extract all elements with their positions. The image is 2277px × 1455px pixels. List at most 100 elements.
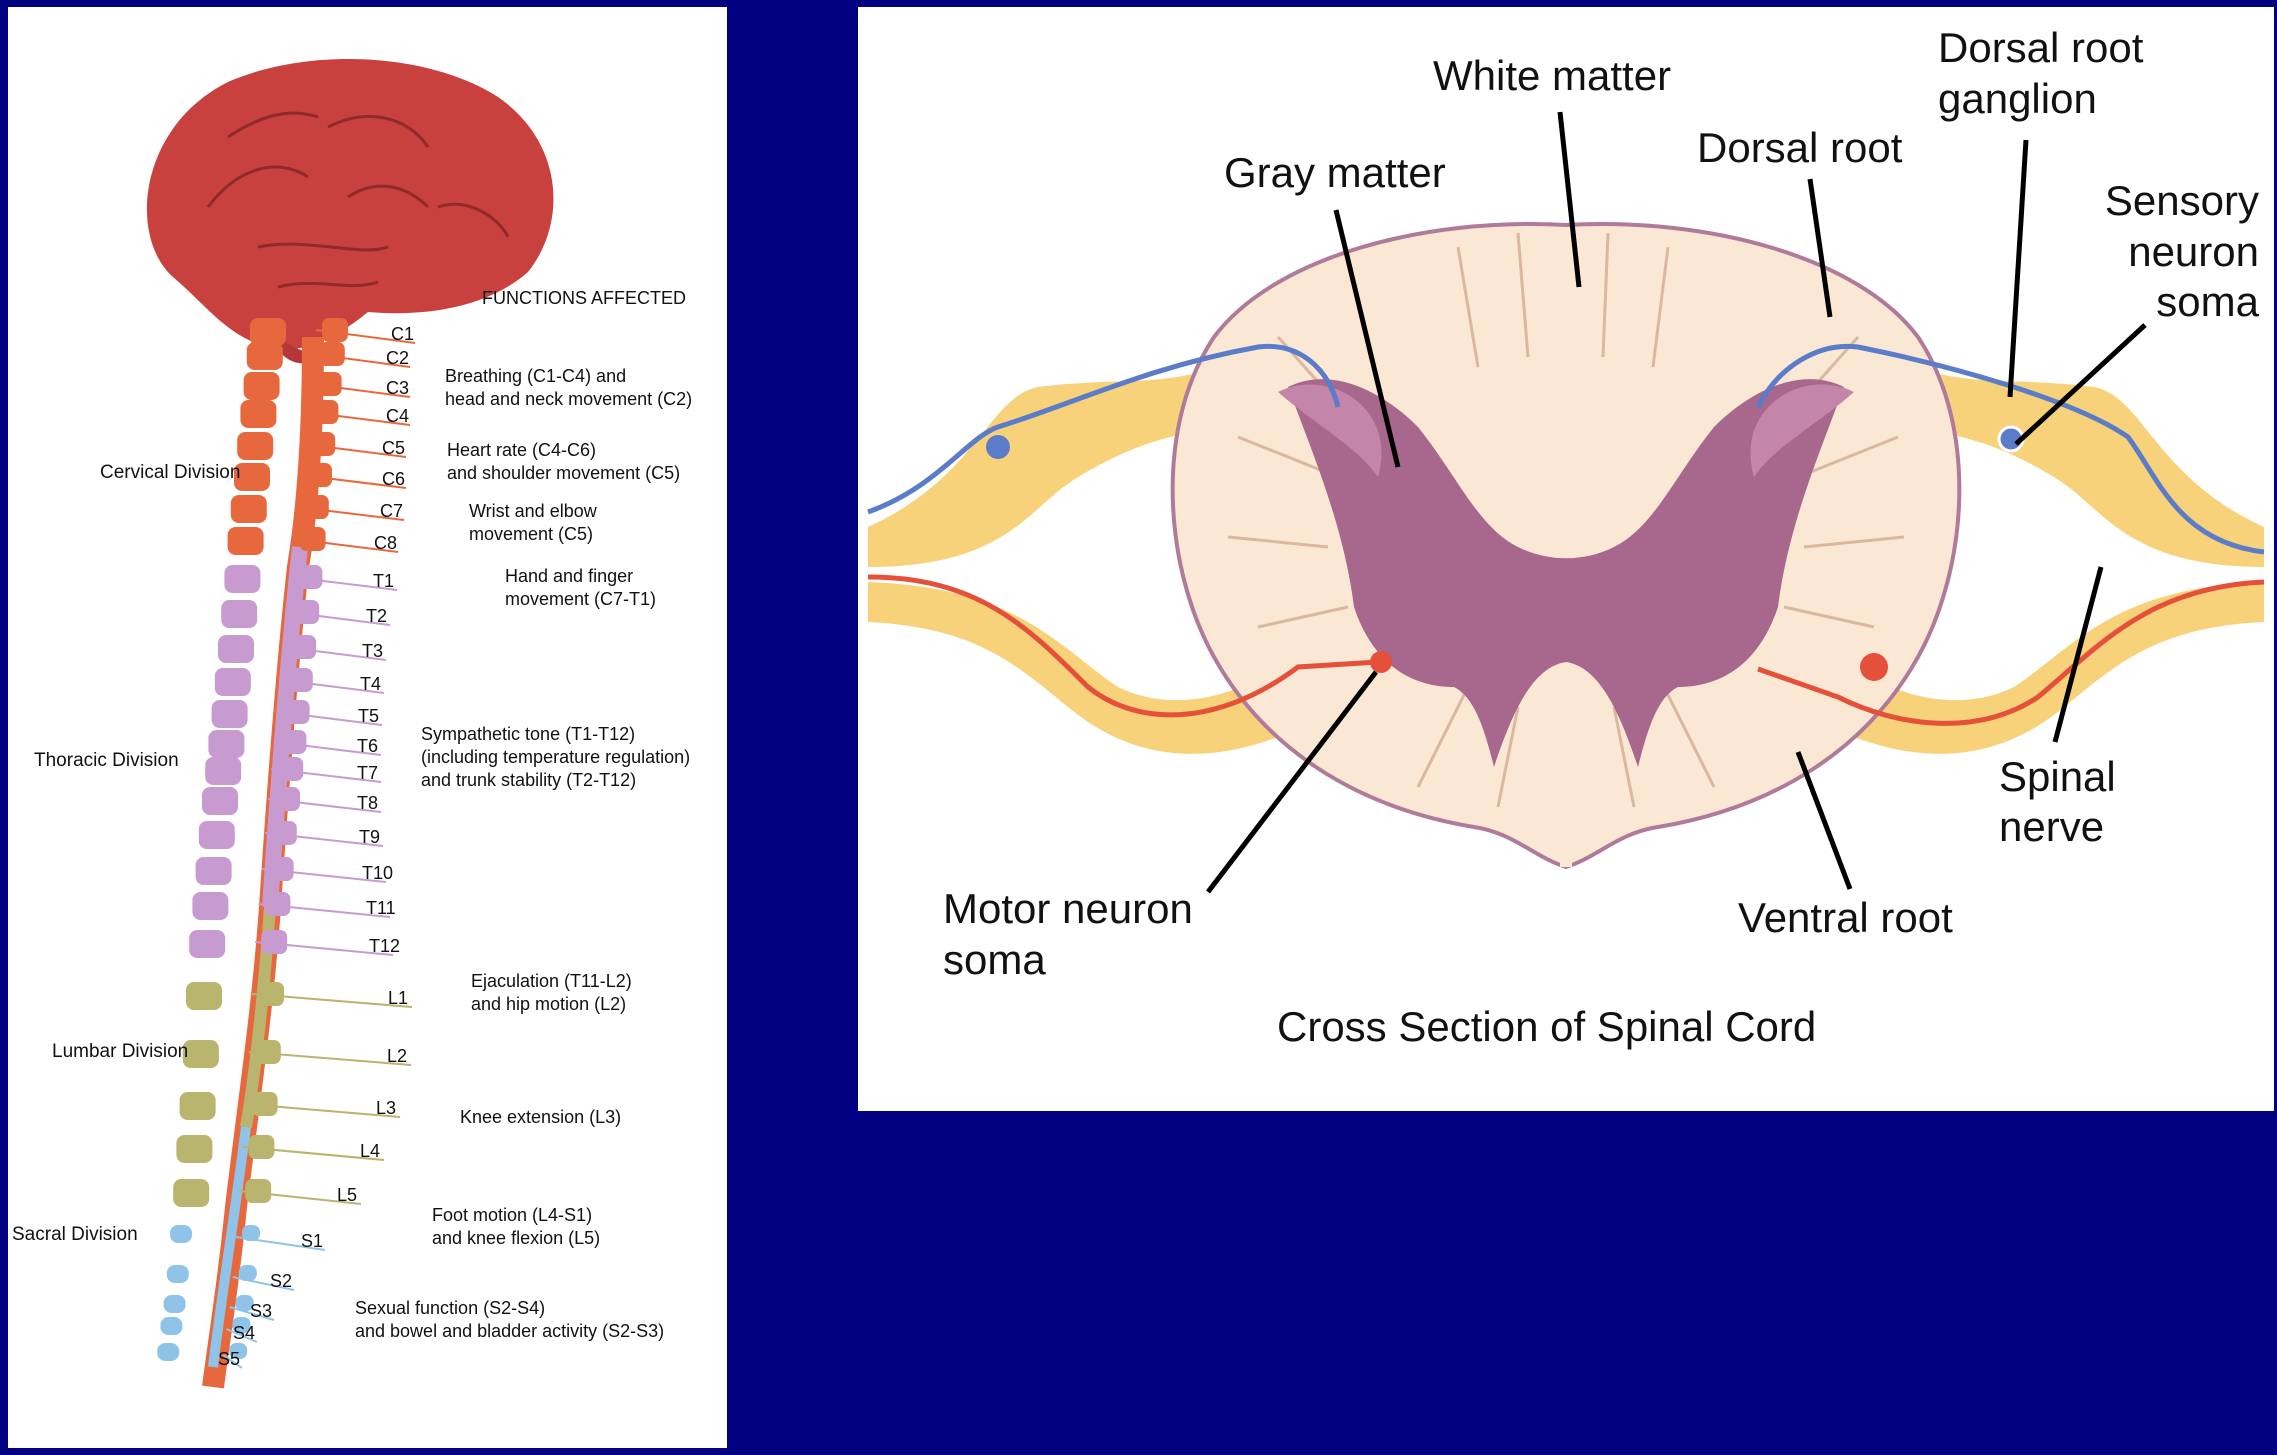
gray-matter-region <box>1288 379 1844 767</box>
vertebra-process-t6 <box>280 730 307 754</box>
segment-label-t3: T3 <box>362 641 383 661</box>
vertebra-l4 <box>176 1135 213 1163</box>
function-sympathetic-line2: (including temperature regulation) <box>421 747 690 767</box>
label-motor-1: Motor neuron <box>943 885 1193 932</box>
nerve-line-c4 <box>306 411 411 426</box>
nerve-line-s2 <box>232 1276 295 1291</box>
function-hand-line1: Hand and finger <box>505 566 633 586</box>
vertebra-process-s2 <box>238 1265 257 1281</box>
nerve-line-c6 <box>299 474 407 489</box>
vertebra-t12 <box>189 930 226 958</box>
vertebra-l5 <box>173 1179 210 1207</box>
label-spinal-nerve-1: Spinal <box>1999 753 2116 800</box>
vertebra-t10 <box>195 857 232 885</box>
segment-label-c2: C2 <box>386 348 409 368</box>
division-label-lumbar: Lumbar Division <box>52 1041 188 1062</box>
label-ventral-root: Ventral root <box>1738 894 1953 941</box>
function-wrist-line1: Wrist and elbow <box>469 501 598 521</box>
vertebra-t8 <box>202 787 238 815</box>
vertebrae <box>157 318 416 1369</box>
leader-lines <box>1206 111 2147 894</box>
label-sensory-1: Sensory <box>2105 177 2259 224</box>
vertebra-process-s1 <box>242 1225 260 1241</box>
vertebra-l1 <box>186 982 222 1010</box>
vertebra-s4 <box>160 1317 183 1335</box>
vertebra-c6 <box>234 463 270 491</box>
vertebra-process-l2 <box>254 1040 281 1064</box>
function-ejaculation-line2: and hip motion (L2) <box>471 994 626 1014</box>
motor-neuron-soma-left <box>1370 651 1392 673</box>
nerve-line-t12 <box>255 941 394 956</box>
vertebra-s3 <box>163 1295 186 1313</box>
vertebra-t7 <box>205 757 242 785</box>
vertebra-process-t10 <box>267 857 294 881</box>
vertebra-process-t4 <box>286 668 313 692</box>
vertebra-process-t2 <box>293 600 320 624</box>
function-descriptions: Breathing (C1-C4) and head and neck move… <box>355 366 692 1341</box>
sensory-pathway <box>867 343 2265 555</box>
function-heart-line2: and shoulder movement (C5) <box>447 463 680 483</box>
nerve-line-c5 <box>303 443 407 458</box>
vertebra-process-c4 <box>312 400 339 424</box>
vertebra-process-c6 <box>306 463 332 487</box>
function-sexual-line1: Sexual function (S2-S4) <box>355 1298 545 1318</box>
segment-label-c7: C7 <box>380 501 403 521</box>
nerve-line-c2 <box>312 353 411 368</box>
vertebra-process-s5 <box>229 1343 248 1359</box>
vertebra-s2 <box>166 1265 189 1283</box>
segment-label-t9: T9 <box>359 827 380 847</box>
nerve-line-t2 <box>287 611 391 626</box>
vertebra-t9 <box>198 821 235 849</box>
function-breathing-line2: head and neck movement (C2) <box>445 389 692 409</box>
segment-label-s4: S4 <box>233 1323 255 1343</box>
nerve-line-s1 <box>235 1236 326 1251</box>
segment-label-t1: T1 <box>373 571 394 591</box>
nerve-line-c1 <box>315 329 416 344</box>
cross-section-diagram: White matter Gray matter Dorsal root Dor… <box>867 24 2265 1050</box>
nerve-line-t6 <box>274 741 382 756</box>
label-dorsal-root-ganglion-2: ganglion <box>1938 75 2097 122</box>
nerve-line-l3 <box>245 1103 401 1118</box>
motor-neuron-soma-right <box>1860 653 1888 681</box>
vertebra-process-c3 <box>315 372 342 396</box>
vertebra-c5 <box>237 432 274 460</box>
vertebra-process-t12 <box>261 930 288 954</box>
segment-label-s5: S5 <box>218 1349 240 1369</box>
segment-label-t2: T2 <box>366 606 387 626</box>
vertebra-process-t11 <box>264 892 291 916</box>
motor-pathway <box>867 574 2265 726</box>
label-spinal-nerve-2: nerve <box>1999 803 2104 850</box>
function-ejaculation-line1: Ejaculation (T11-L2) <box>471 971 632 991</box>
segment-label-l2: L2 <box>387 1046 407 1066</box>
function-sympathetic-line1: Sympathetic tone (T1-T12) <box>421 724 635 744</box>
label-sensory-2: neuron <box>2128 228 2259 275</box>
vertebra-process-l5 <box>245 1179 272 1203</box>
label-motor-2: soma <box>943 936 1046 983</box>
spinal-divisions-diagram: FUNCTIONS AFFECTED Cervical Division Tho… <box>12 59 692 1389</box>
function-sympathetic-line3: and trunk stability (T2-T12) <box>421 770 636 790</box>
vertebra-s5 <box>157 1343 180 1361</box>
vertebra-c7 <box>230 495 267 523</box>
vertebra-t2 <box>221 600 258 628</box>
vertebra-c2 <box>246 342 283 370</box>
function-foot-line2: and knee flexion (L5) <box>432 1228 600 1248</box>
label-white-matter: White matter <box>1433 52 1671 99</box>
segment-label-c6: C6 <box>382 469 405 489</box>
vertebra-t6 <box>208 730 245 758</box>
vertebra-process-s4 <box>232 1317 251 1333</box>
vertebra-c4 <box>240 400 277 428</box>
figure-title: Cross Section of Spinal Cord <box>1277 1003 1816 1050</box>
division-label-thoracic: Thoracic Division <box>34 750 179 771</box>
nerve-line-l5 <box>239 1190 362 1205</box>
nerve-line-l2 <box>248 1051 412 1066</box>
nerve-line-t10 <box>261 868 387 883</box>
brain-illustration <box>146 59 554 364</box>
segment-label-s1: S1 <box>301 1231 323 1251</box>
nerve-line-c7 <box>296 506 405 521</box>
function-wrist-line2: movement (C5) <box>469 524 593 544</box>
vertebra-c3 <box>243 372 280 400</box>
segment-labels: C1C2C3C4C5C6C7C8T1T2T3T4T5T6T7T8T9T10T11… <box>218 324 414 1369</box>
vertebra-process-t8 <box>274 787 300 811</box>
segment-label-c3: C3 <box>386 378 409 398</box>
vertebra-process-l4 <box>248 1135 275 1159</box>
